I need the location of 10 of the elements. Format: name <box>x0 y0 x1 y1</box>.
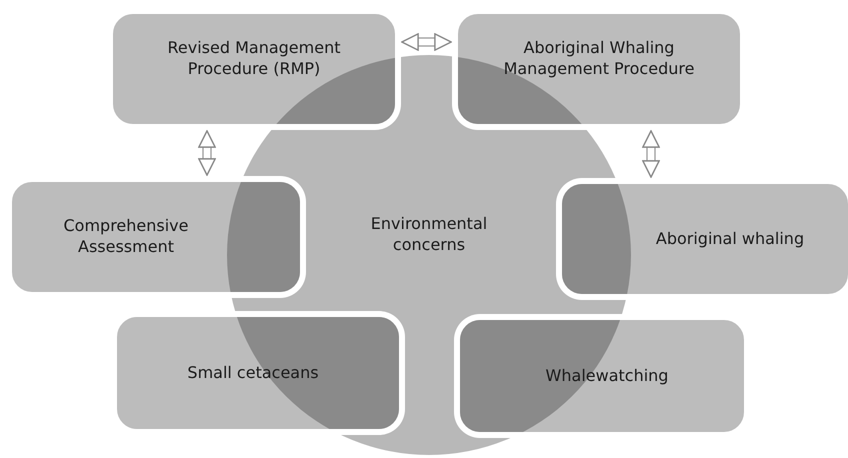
box-label: Aboriginal whaling <box>656 228 804 250</box>
box-label: Revised Management Procedure (RMP) <box>166 38 342 80</box>
double-arrow <box>401 33 452 51</box>
box-label: Environmental concerns <box>370 214 488 256</box>
box-label: Small cetaceans <box>187 362 319 384</box>
double-arrow <box>198 130 216 176</box>
double-arrow <box>642 130 660 178</box>
box-label: Whalewatching <box>546 366 668 386</box>
box-label: Aboriginal Whaling Management Procedure <box>502 38 696 80</box>
box-label: Comprehensive Assessment <box>62 216 190 258</box>
